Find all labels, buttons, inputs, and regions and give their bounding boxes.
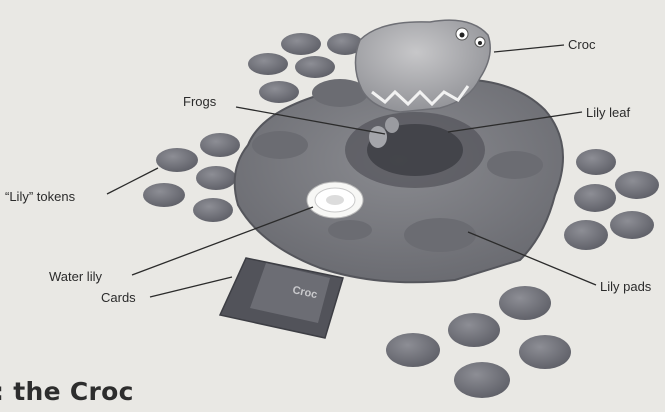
lily-tokens-left — [143, 133, 240, 222]
label-lily-pads: Lily pads — [600, 279, 651, 294]
label-croc: Croc — [568, 37, 595, 52]
lily-pads-right — [564, 149, 659, 250]
water-lily — [307, 182, 363, 218]
label-cards: Cards — [101, 290, 136, 305]
label-lily-tokens: “Lily” tokens — [5, 189, 75, 204]
label-lily-leaf: Lily leaf — [586, 105, 630, 120]
label-water-lily: Water lily — [49, 269, 102, 284]
label-frogs: Frogs — [183, 94, 216, 109]
lily-pads-bottom — [386, 286, 571, 398]
section-title: : the Croc — [0, 377, 134, 406]
